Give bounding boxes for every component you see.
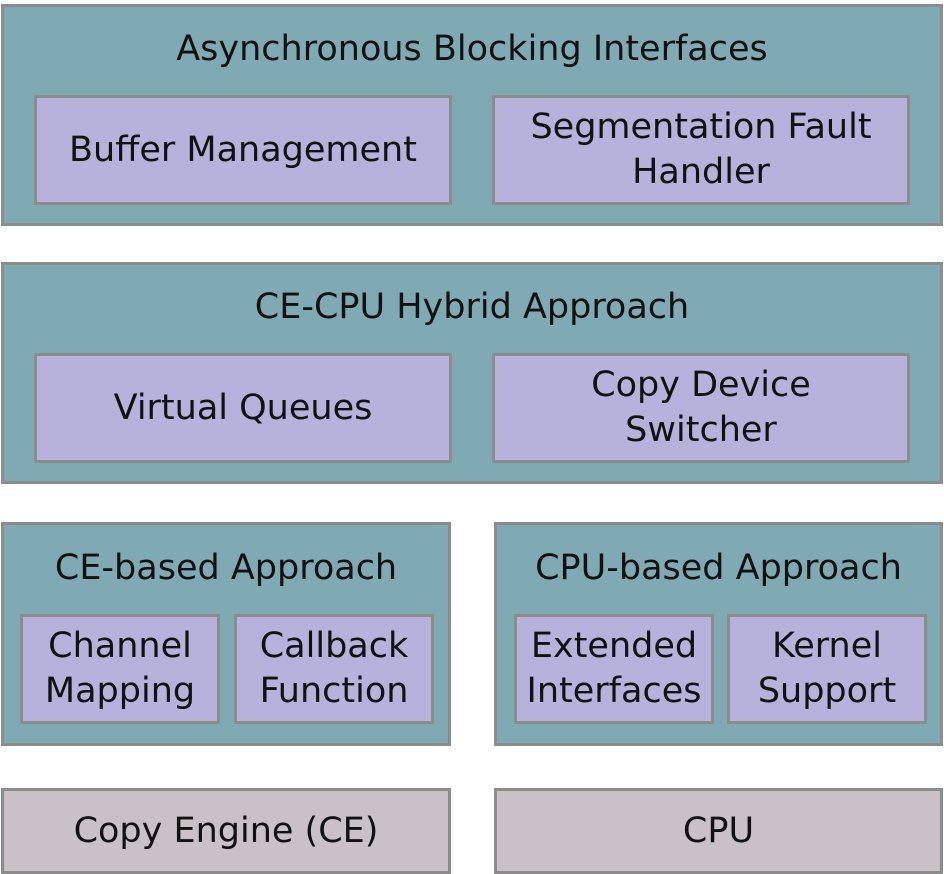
hardware-cpu: CPU	[494, 788, 943, 874]
module-extended-interfaces: Extended Interfaces	[514, 614, 714, 724]
layer-ce-based-approach: CE-based Approach Channel Mapping Callba…	[1, 522, 451, 746]
hardware-copy-engine: Copy Engine (CE)	[1, 788, 451, 874]
layer-cpu-based-approach: CPU-based Approach Extended Interfaces K…	[494, 522, 943, 746]
layer-title: CPU-based Approach	[535, 548, 902, 588]
module-segmentation-fault-handler: Segmentation Fault Handler	[492, 95, 910, 205]
layer-title: CE-CPU Hybrid Approach	[254, 287, 690, 327]
module-buffer-management: Buffer Management	[34, 95, 452, 205]
layer-title: Asynchronous Blocking Interfaces	[176, 29, 768, 69]
module-channel-mapping: Channel Mapping	[20, 614, 220, 724]
module-copy-device-switcher: Copy Device Switcher	[492, 353, 910, 463]
module-kernel-support: Kernel Support	[727, 614, 927, 724]
module-callback-function: Callback Function	[234, 614, 434, 724]
layer-async-blocking-interfaces: Asynchronous Blocking Interfaces Buffer …	[1, 4, 943, 226]
layer-ce-cpu-hybrid-approach: CE-CPU Hybrid Approach Virtual Queues Co…	[1, 262, 943, 484]
module-virtual-queues: Virtual Queues	[34, 353, 452, 463]
layer-title: CE-based Approach	[54, 548, 398, 588]
